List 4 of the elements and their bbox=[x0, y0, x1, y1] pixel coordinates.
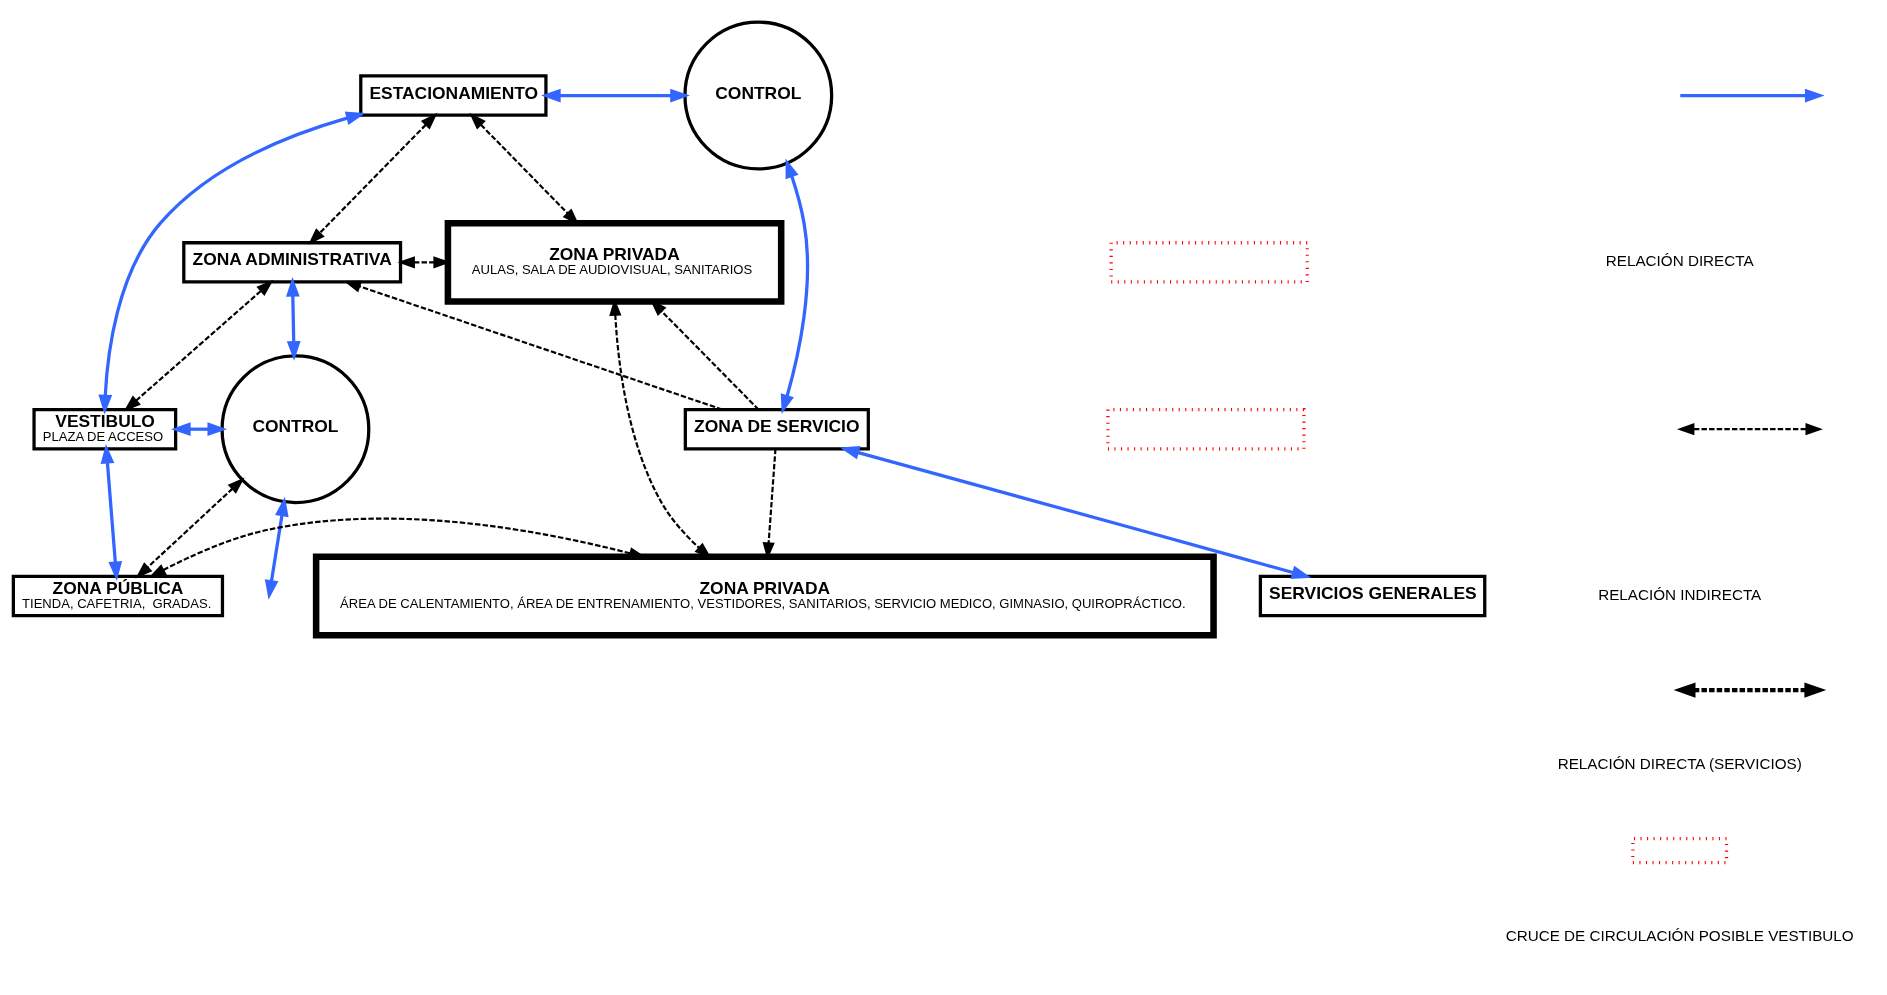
legend-label: RELACIÓN DIRECTA (SERVICIOS) bbox=[1557, 754, 1802, 772]
legend-label: CRUCE DE CIRCULACIÓN POSIBLE VESTIBULO bbox=[1505, 926, 1854, 944]
legend-label: RELACIÓN INDIRECTA bbox=[1597, 585, 1761, 603]
legend-label: RELACIÓN DIRECTA bbox=[1605, 251, 1754, 269]
